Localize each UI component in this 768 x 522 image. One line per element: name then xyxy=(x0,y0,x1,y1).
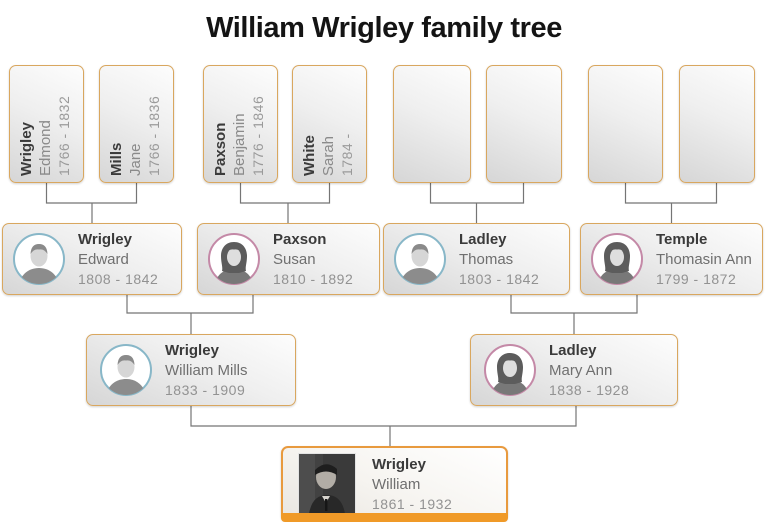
life-dates-label: 1861 - 1932 xyxy=(372,495,453,512)
life-dates-label: 1808 - 1842 xyxy=(78,270,159,287)
life-dates-label: 1810 - 1892 xyxy=(273,270,354,287)
ancestor-name-block: Wrigley Edmond 1766 - 1832 xyxy=(17,76,74,176)
ancestor-name-block: Mills Jane 1766 - 1836 xyxy=(107,76,164,176)
surname-label: White xyxy=(301,135,318,176)
surname-label: Ladley xyxy=(459,230,507,248)
connector-couple-6 xyxy=(510,295,638,334)
card-temple-thomasin-ann[interactable]: Temple Thomasin Ann 1799 - 1872 xyxy=(580,223,763,295)
male-avatar-icon xyxy=(394,233,446,285)
life-dates-label: 1803 - 1842 xyxy=(459,270,540,287)
empty-ancestor-card[interactable] xyxy=(679,65,755,183)
male-avatar-icon xyxy=(13,233,65,285)
given-name-label: Thomasin Ann xyxy=(656,250,752,268)
connector-couple-2 xyxy=(239,183,331,223)
given-name-label: William xyxy=(372,475,421,493)
surname-label: Mills xyxy=(108,142,125,176)
portrait-photo xyxy=(298,453,356,515)
female-avatar-icon xyxy=(591,233,643,285)
person-name-block: Wrigley William 1861 - 1932 xyxy=(372,455,452,514)
card-white-sarah[interactable]: White Sarah 1784 - xyxy=(292,65,367,183)
card-ladley-mary-ann[interactable]: Ladley Mary Ann 1838 - 1928 xyxy=(470,334,678,406)
female-avatar-icon xyxy=(484,344,536,396)
person-name-block: Wrigley William Mills 1833 - 1909 xyxy=(165,341,248,400)
page-title: William Wrigley family tree xyxy=(206,12,562,44)
connector-couple-4 xyxy=(624,183,718,223)
connector-couple-1 xyxy=(45,183,138,223)
surname-label: Paxson xyxy=(273,230,327,248)
card-paxson-benjamin[interactable]: Paxson Benjamin 1776 - 1846 xyxy=(203,65,278,183)
surname-label: Wrigley xyxy=(372,455,426,473)
card-wrigley-edmond[interactable]: Wrigley Edmond 1766 - 1832 xyxy=(9,65,84,183)
empty-ancestor-card[interactable] xyxy=(588,65,663,183)
connector-couple-3 xyxy=(429,183,525,223)
card-mills-jane[interactable]: Mills Jane 1766 - 1836 xyxy=(99,65,174,183)
life-dates-label: 1776 - 1846 xyxy=(250,95,266,176)
card-wrigley-william-mills[interactable]: Wrigley William Mills 1833 - 1909 xyxy=(86,334,296,406)
male-avatar-icon xyxy=(100,344,152,396)
surname-label: Ladley xyxy=(549,341,597,359)
surname-label: Paxson xyxy=(212,122,229,176)
person-name-block: Ladley Mary Ann 1838 - 1928 xyxy=(549,341,629,400)
surname-label: Wrigley xyxy=(165,341,219,359)
life-dates-label: 1799 - 1872 xyxy=(656,270,737,287)
life-dates-label: 1784 - xyxy=(339,133,355,176)
life-dates-label: 1833 - 1909 xyxy=(165,381,246,398)
card-ladley-thomas[interactable]: Ladley Thomas 1803 - 1842 xyxy=(383,223,570,295)
person-name-block: Ladley Thomas 1803 - 1842 xyxy=(459,230,539,289)
given-name-label: Susan xyxy=(273,250,316,268)
given-name-label: William Mills xyxy=(165,361,248,379)
surname-label: Temple xyxy=(656,230,708,248)
given-name-label: Edmond xyxy=(37,120,54,176)
given-name-label: Edward xyxy=(78,250,129,268)
life-dates-label: 1838 - 1928 xyxy=(549,381,630,398)
connector-couple-7 xyxy=(190,406,577,446)
ancestor-name-block: Paxson Benjamin 1776 - 1846 xyxy=(211,76,268,176)
life-dates-label: 1766 - 1836 xyxy=(146,95,162,176)
selected-card-highlight-bar xyxy=(281,513,508,522)
given-name-label: Jane xyxy=(127,143,144,176)
connector-couple-5 xyxy=(126,295,254,334)
given-name-label: Mary Ann xyxy=(549,361,613,379)
person-name-block: Wrigley Edward 1808 - 1842 xyxy=(78,230,158,289)
card-wrigley-william-root[interactable]: Wrigley William 1861 - 1932 xyxy=(281,446,508,522)
given-name-label: Thomas xyxy=(459,250,514,268)
surname-label: Wrigley xyxy=(78,230,132,248)
empty-ancestor-card[interactable] xyxy=(486,65,562,183)
given-name-label: Benjamin xyxy=(231,113,248,176)
empty-ancestor-card[interactable] xyxy=(393,65,471,183)
person-name-block: Temple Thomasin Ann 1799 - 1872 xyxy=(656,230,752,289)
surname-label: Wrigley xyxy=(18,122,35,176)
given-name-label: Sarah xyxy=(320,135,337,176)
female-avatar-icon xyxy=(208,233,260,285)
card-wrigley-edward[interactable]: Wrigley Edward 1808 - 1842 xyxy=(2,223,182,295)
ancestor-name-block: White Sarah 1784 - xyxy=(300,76,357,176)
life-dates-label: 1766 - 1832 xyxy=(56,95,72,176)
person-name-block: Paxson Susan 1810 - 1892 xyxy=(273,230,353,289)
card-paxson-susan[interactable]: Paxson Susan 1810 - 1892 xyxy=(197,223,380,295)
